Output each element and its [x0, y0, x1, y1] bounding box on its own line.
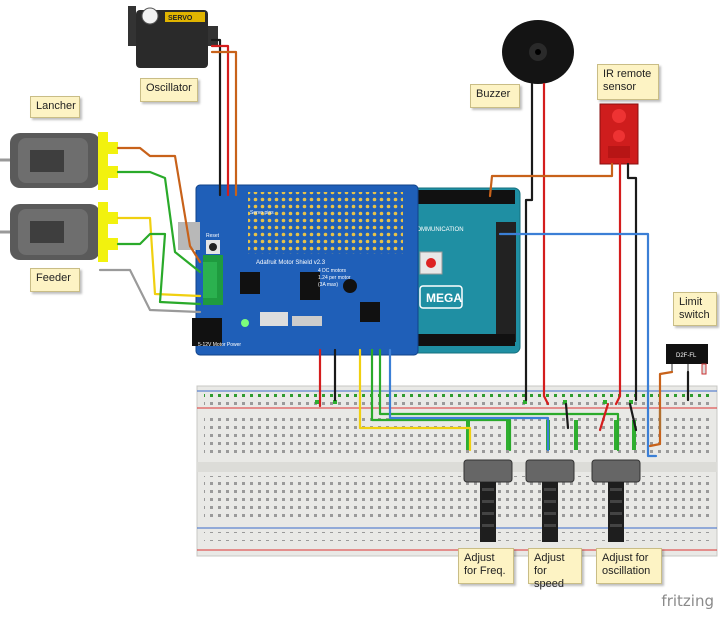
- servo-label: SERVO: [168, 15, 193, 22]
- note-adjust-oscillation: Adjust for oscillation: [596, 548, 662, 584]
- lancher-motor: [0, 132, 118, 190]
- shield-spec-1: 4 DC motors: [318, 268, 347, 274]
- note-lancher-text: Lancher: [36, 100, 76, 112]
- potentiometer-oscillation: [591, 459, 641, 542]
- note-buzzer: Buzzer: [470, 84, 520, 108]
- note-feeder-text: Feeder: [36, 272, 71, 284]
- note-buzzer-text: Buzzer: [476, 88, 511, 100]
- motor-power-label: 5-12V Motor Power: [198, 342, 241, 348]
- motor-shield: Adafruit Motor Shield v2.3 4 DC motors 1…: [178, 184, 419, 356]
- note-lancher: Lancher: [30, 96, 80, 118]
- limit-switch: D2F-FL: [666, 344, 708, 375]
- servo-pins-label: Servo pins: [250, 210, 274, 216]
- note-ir-remote-text: IR remote sensor: [603, 68, 652, 93]
- shield-spec-3: (3A max): [318, 282, 338, 288]
- note-adjust-oscillation-text: Adjust for oscillation: [602, 552, 651, 577]
- reset-button[interactable]: [209, 243, 217, 251]
- potentiometer-freq: [463, 459, 513, 542]
- mega-comm-label: COMMUNICATION: [412, 227, 464, 233]
- buzzer: [502, 20, 574, 84]
- note-oscillator: Oscillator: [140, 78, 198, 102]
- fritzing-watermark: fritzing: [661, 592, 714, 610]
- note-ir-remote: IR remote sensor: [597, 64, 659, 100]
- note-feeder: Feeder: [30, 268, 80, 292]
- ir-remote-sensor: [599, 103, 639, 165]
- note-limit-switch-text: Limit switch: [679, 296, 710, 321]
- note-adjust-speed-text: Adjust for speed: [534, 552, 565, 590]
- reset-label: Reset: [206, 233, 220, 239]
- note-oscillator-text: Oscillator: [146, 82, 192, 94]
- shield-spec-2: 1.24 per motor: [318, 275, 351, 281]
- note-adjust-speed: Adjust for speed: [528, 548, 582, 590]
- note-adjust-freq-text: Adjust for Freq.: [464, 552, 506, 577]
- shield-title: Adafruit Motor Shield v2.3: [256, 260, 326, 266]
- note-limit-switch: Limit switch: [673, 292, 717, 326]
- mega-label: MEGA: [426, 291, 462, 305]
- limit-switch-part-label: D2F-FL: [676, 353, 697, 359]
- note-adjust-freq: Adjust for Freq.: [458, 548, 514, 584]
- wires: [98, 38, 690, 458]
- feeder-motor: [0, 202, 118, 262]
- servo-motor: SERVO: [128, 6, 218, 68]
- potentiometer-speed: [525, 459, 575, 542]
